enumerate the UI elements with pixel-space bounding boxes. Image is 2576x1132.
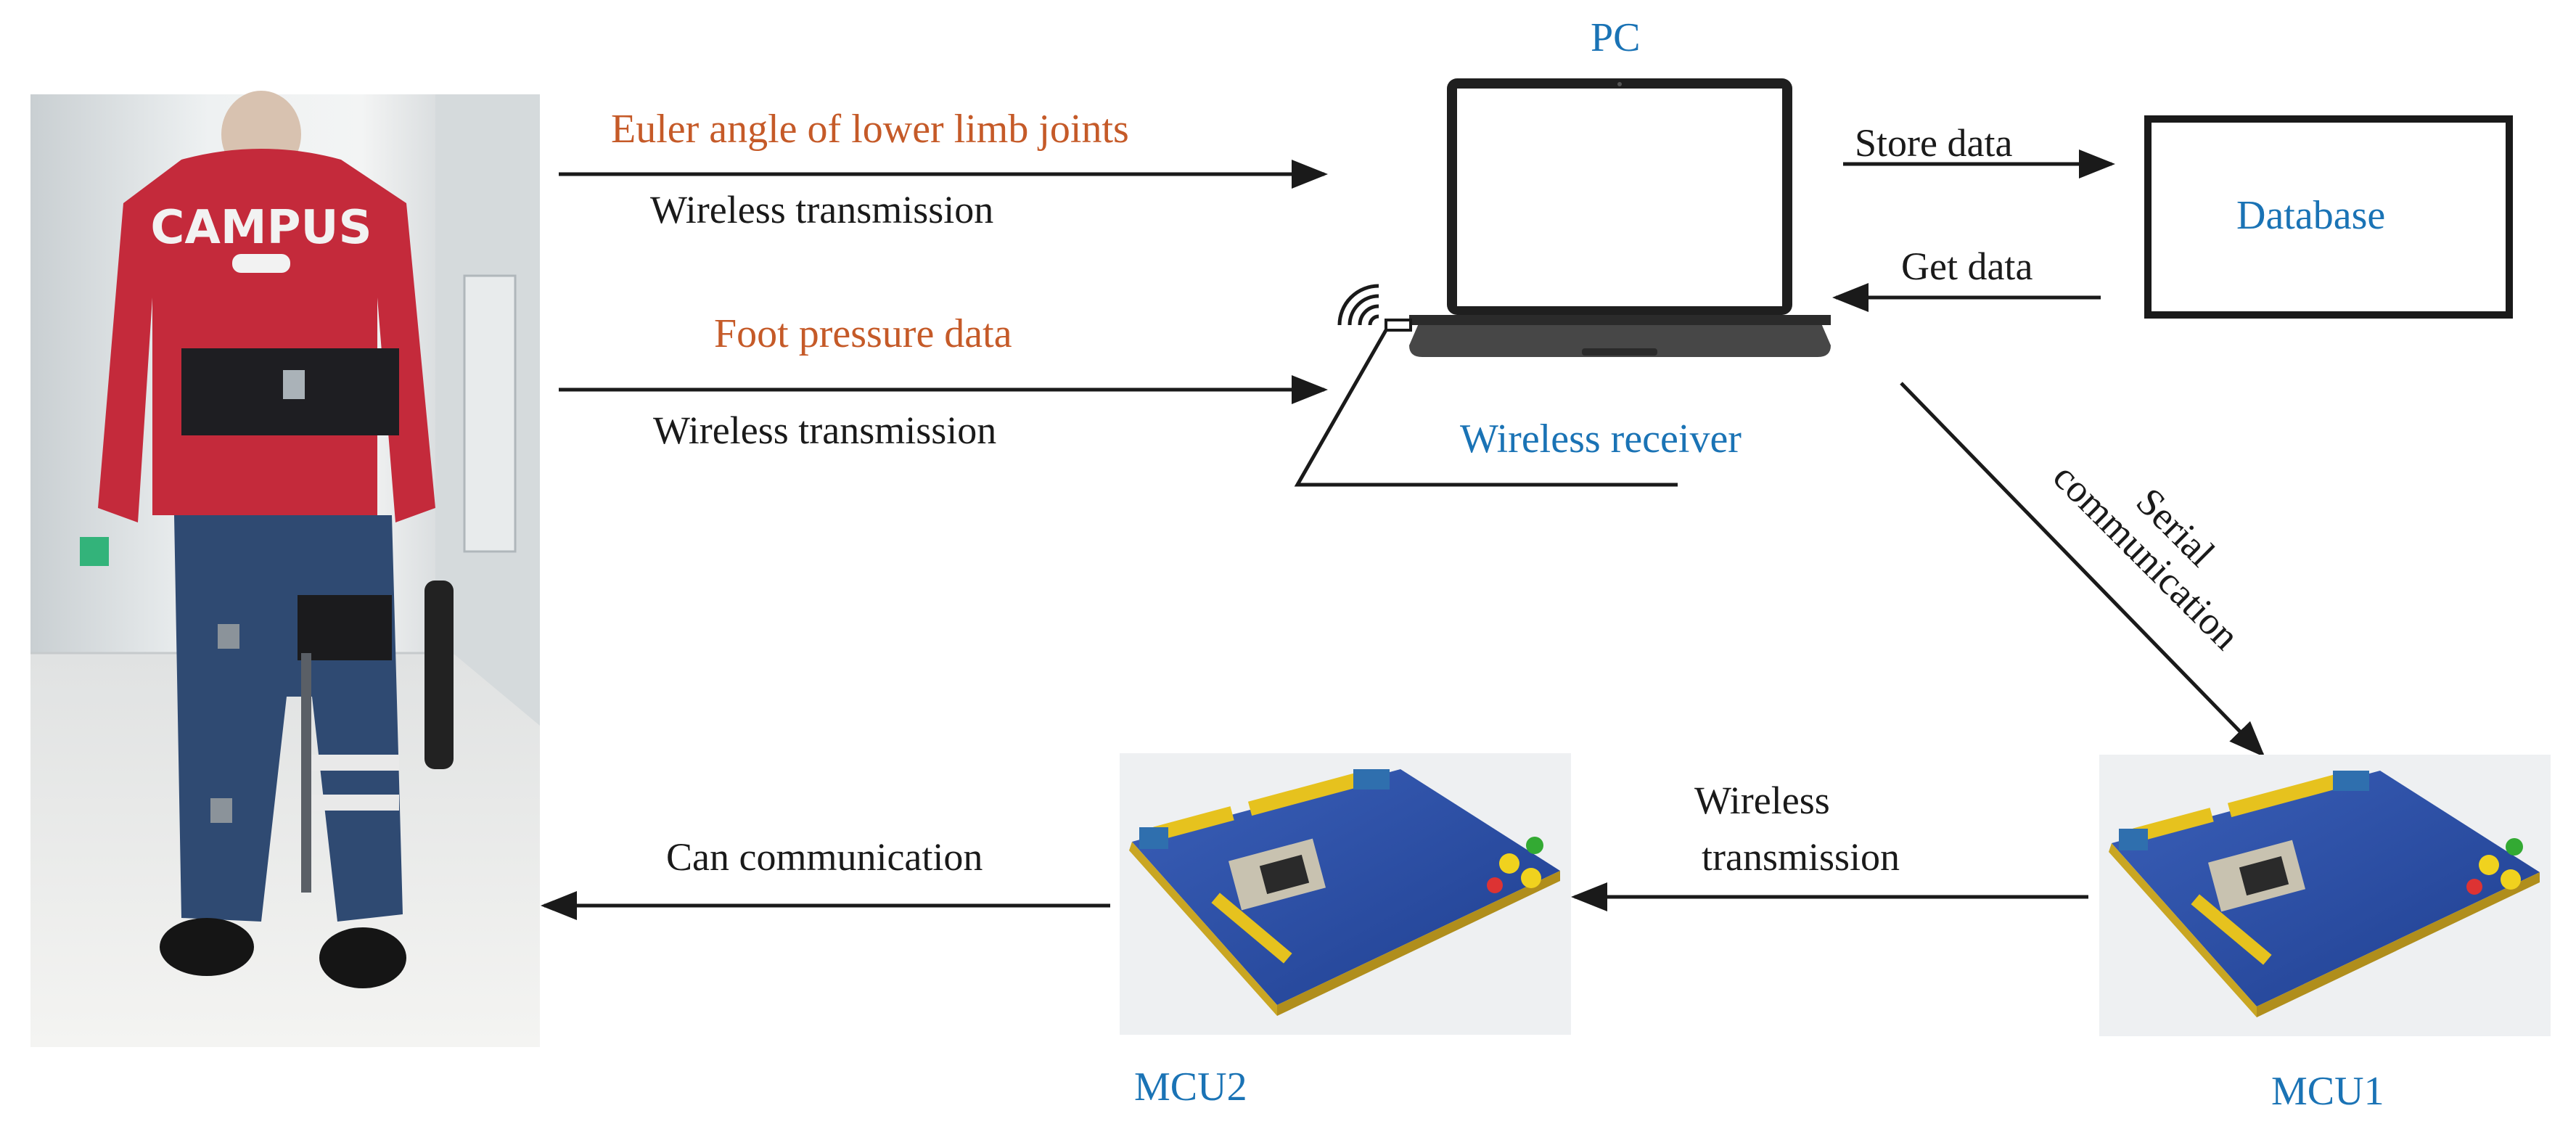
- arrow-serial: [1900, 382, 2265, 758]
- shirt-text: CAMPUS: [150, 201, 372, 255]
- subject-photo: CAMPUS: [30, 91, 540, 1047]
- mcu1-board-image: [2099, 755, 2551, 1036]
- euler-label: Euler angle of lower limb joints: [611, 107, 1129, 152]
- pc-label: PC: [1591, 15, 1641, 60]
- get-data-label: Get data: [1901, 245, 2033, 288]
- foot-pressure-label: Foot pressure data: [714, 311, 1012, 356]
- mcu2-label: MCU2: [1134, 1065, 1247, 1110]
- database-box: [2144, 115, 2513, 319]
- mcu-wireless-label-2: transmission: [1702, 835, 1900, 879]
- can-communication-label: Can communication: [666, 835, 983, 879]
- mcu-wireless-label-1: Wireless: [1694, 779, 1830, 822]
- mcu2-board-image: [1120, 753, 1571, 1035]
- euler-wireless-label: Wireless transmission: [650, 188, 994, 231]
- wireless-receiver-icon: [1294, 284, 1678, 487]
- database-label: Database: [2236, 193, 2386, 238]
- mcu1-label: MCU1: [2271, 1069, 2384, 1114]
- laptop-icon: [1409, 78, 1831, 357]
- store-data-label: Store data: [1855, 121, 2013, 165]
- wireless-receiver-label: Wireless receiver: [1460, 417, 1742, 462]
- foot-wireless-label: Wireless transmission: [653, 409, 997, 452]
